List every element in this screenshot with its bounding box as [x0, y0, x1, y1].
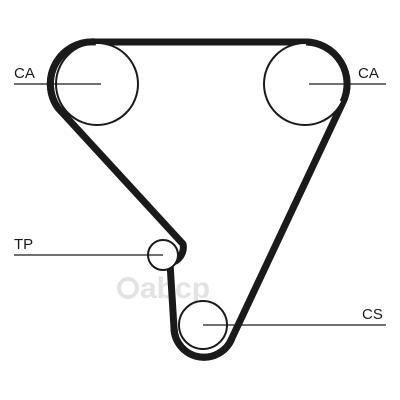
belt-wrap-cs — [170, 327, 236, 361]
label-cs: CS — [362, 306, 383, 323]
belt-wrap-ca-left — [46, 38, 97, 111]
label-ca-left: CA — [14, 65, 35, 82]
label-ca-right: CA — [358, 65, 379, 82]
label-tp: TP — [14, 236, 33, 253]
belt-wrap-ca-right — [305, 38, 351, 104]
watermark: abcp — [117, 272, 210, 305]
watermark-logo-icon — [117, 277, 139, 299]
